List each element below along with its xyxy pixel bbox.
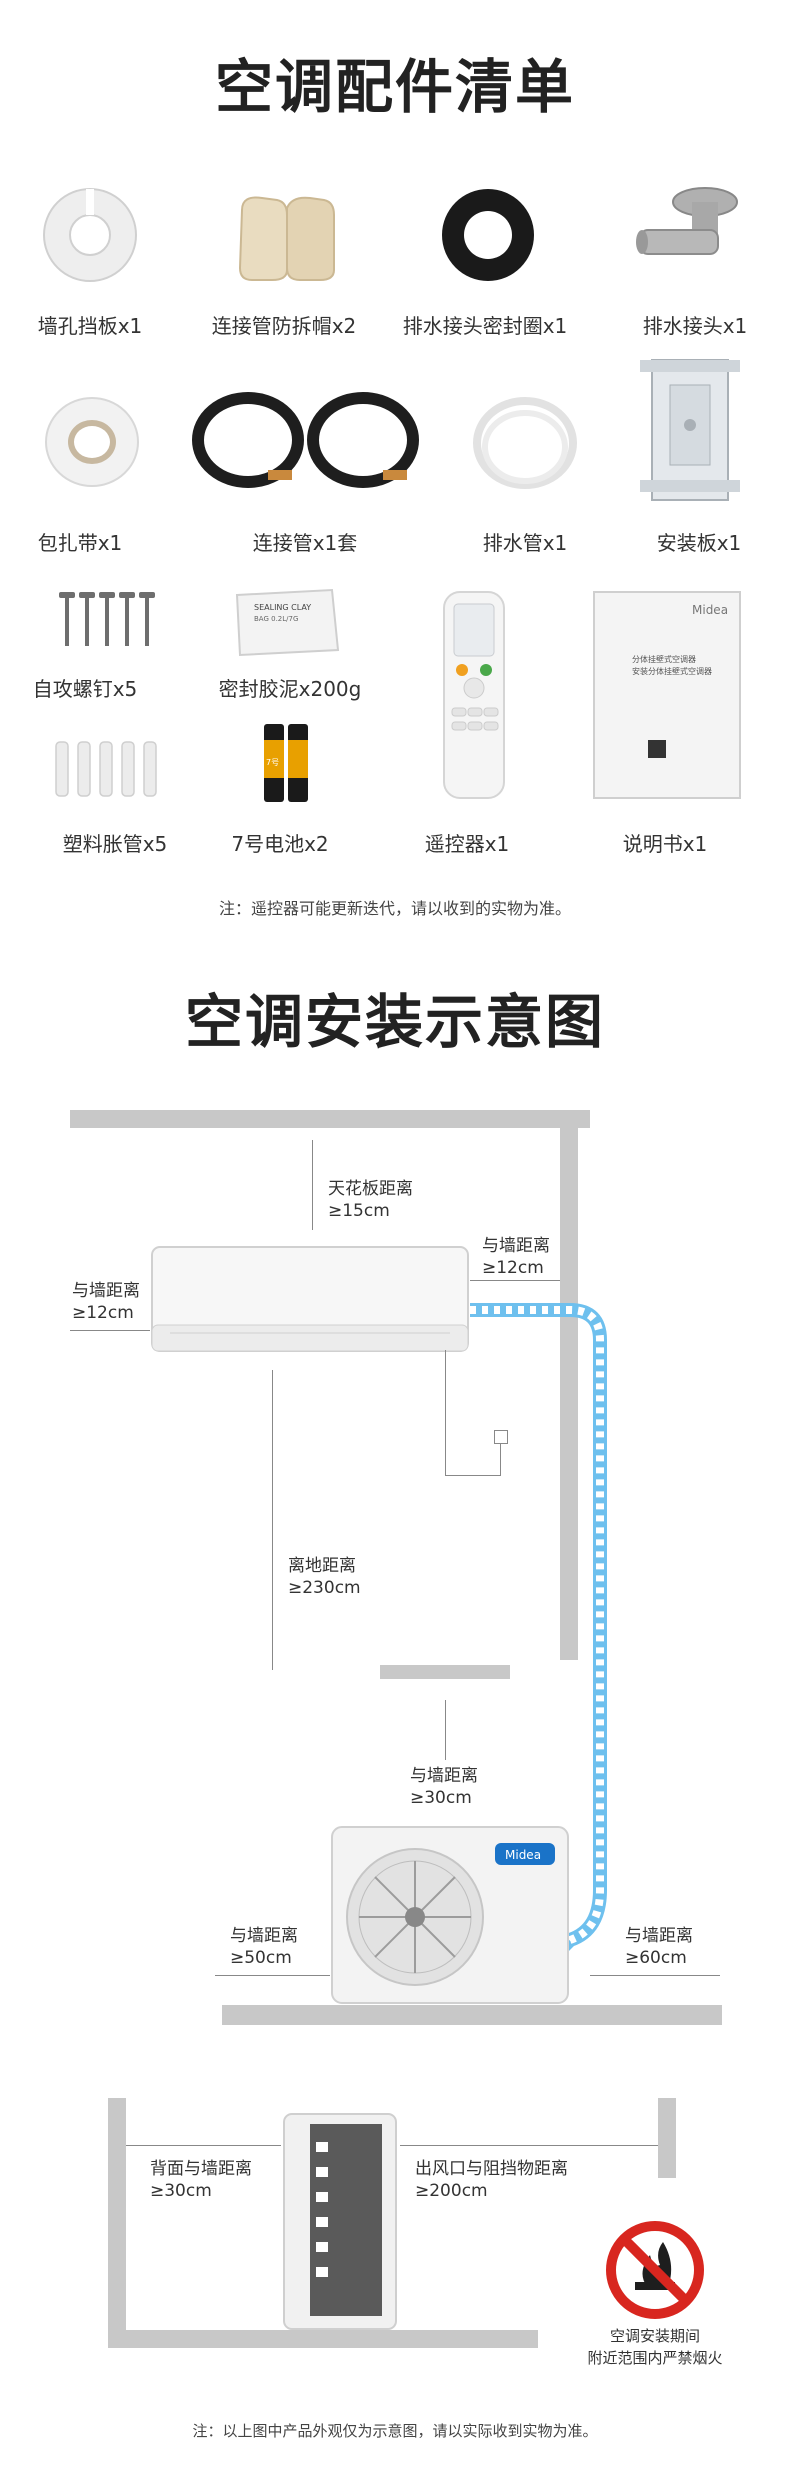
outdoor-top-arrow: [445, 1700, 446, 1760]
ground-wall: [222, 2005, 722, 2025]
drain-pipe-icon: [470, 395, 580, 499]
outdoor-left-arrow: [215, 1975, 330, 1976]
outdoor-left-distance-label: 与墙距离 ≥50cm: [230, 1925, 298, 1969]
drain-line: [445, 1475, 500, 1476]
label-line: ≥50cm: [230, 1948, 292, 1968]
back-wall: [108, 2098, 126, 2348]
label-line: 与墙距离: [410, 1766, 478, 1786]
label-line: ≥15cm: [328, 1201, 390, 1221]
tape-roll-icon: [42, 395, 142, 494]
accessory-label: 自攻螺钉x5: [32, 677, 138, 701]
drain-joint-icon: [630, 180, 750, 284]
label-line: 天花板距离: [328, 1179, 413, 1199]
remote-control-icon: [442, 590, 506, 804]
back-wall-arrow: [126, 2145, 281, 2146]
accessory-label: 排水接头密封圈x1: [402, 314, 568, 338]
accessory-label: 连接管x1套: [252, 531, 358, 555]
drain-box: [494, 1430, 508, 1444]
outdoor-unit: Midea: [330, 1825, 570, 2009]
drain-line: [500, 1440, 501, 1476]
label-line: ≥60cm: [625, 1948, 687, 1968]
accessory-label: 遥控器x1: [424, 832, 510, 856]
sealing-clay-icon: SEALING CLAY BAG 0.2L/7G: [232, 585, 342, 664]
install-title: 空调安装示意图: [184, 988, 605, 1056]
connecting-pipe-icon: [188, 390, 428, 494]
screws-icon: [55, 590, 165, 654]
label-line: ≥12cm: [482, 1258, 544, 1278]
obstacle-wall: [658, 2098, 676, 2178]
outdoor-right-arrow: [590, 1975, 720, 1976]
side-ground: [108, 2330, 538, 2348]
floor-arrow: [272, 1370, 273, 1670]
outdoor-brand: Midea: [505, 1848, 541, 1862]
ceiling-arrow: [312, 1140, 313, 1230]
accessory-label: 安装板x1: [656, 531, 742, 555]
wall-plugs-icon: [52, 740, 167, 804]
outlet-arrow: [400, 2145, 658, 2146]
accessory-label: 密封胶泥x200g: [218, 677, 362, 701]
label-line: 与墙距离: [230, 1926, 298, 1946]
seal-ring-icon: [438, 185, 538, 289]
accessory-label: 塑料胀管x5: [62, 832, 168, 856]
label-line: 与墙距离: [625, 1926, 693, 1946]
floor-distance-label: 离地距离 ≥230cm: [288, 1555, 361, 1599]
battery-icon: 7号: [258, 720, 318, 809]
accessory-label: 墙孔挡板x1: [37, 314, 143, 338]
clay-label-1: SEALING CLAY: [254, 603, 311, 612]
label-line: 与墙距离: [72, 1281, 140, 1301]
label-line: 背面与墙距离: [150, 2159, 252, 2179]
battery-text: 7号: [266, 758, 279, 767]
label-line: 出风口与阻挡物距离: [415, 2159, 568, 2179]
right-wall-arrow: [470, 1280, 560, 1281]
label-line: 离地距离: [288, 1556, 356, 1576]
back-wall-distance-label: 背面与墙距离 ≥30cm: [150, 2158, 252, 2202]
outlet-distance-label: 出风口与阻挡物距离 ≥200cm: [415, 2158, 568, 2202]
label-line: 与墙距离: [482, 1236, 550, 1256]
label-line: ≥230cm: [288, 1578, 361, 1598]
accessories-title: 空调配件清单: [214, 53, 575, 121]
wall-hole-cover-icon: [40, 185, 140, 289]
warning-label: 空调安装期间 附近范围内严禁烟火: [580, 2325, 730, 2369]
ceiling-wall: [70, 1110, 590, 1128]
manual-line1: 分体挂壁式空调器: [632, 654, 696, 664]
outdoor-top-distance-label: 与墙距离 ≥30cm: [410, 1765, 478, 1809]
clay-label-2: BAG 0.2L/7G: [254, 615, 298, 623]
accessory-label: 包扎带x1: [37, 531, 123, 555]
outdoor-unit-side: [280, 2112, 400, 2336]
label-line: ≥30cm: [150, 2181, 212, 2201]
accessories-note: 注：遥控器可能更新迭代，请以收到的实物为准。: [218, 899, 571, 918]
label-line: ≥30cm: [410, 1788, 472, 1808]
label-line: ≥200cm: [415, 2181, 488, 2201]
label-line: 附近范围内严禁烟火: [587, 2349, 723, 2367]
outdoor-right-distance-label: 与墙距离 ≥60cm: [625, 1925, 693, 1969]
manual-icon: Midea 分体挂壁式空调器 安装分体挂壁式空调器: [592, 590, 742, 804]
left-wall-distance-label: 与墙距离 ≥12cm: [72, 1280, 140, 1324]
accessory-label: 排水管x1: [482, 531, 568, 555]
indoor-unit: [150, 1245, 470, 1359]
accessory-label: 说明书x1: [622, 832, 708, 856]
right-wall: [560, 1110, 578, 1660]
label-line: 空调安装期间: [609, 2327, 700, 2345]
ceiling-distance-label: 天花板距离 ≥15cm: [328, 1178, 413, 1222]
outdoor-top-wall: [380, 1665, 510, 1679]
accessory-label: 7号电池x2: [231, 832, 329, 856]
manual-brand: Midea: [692, 603, 728, 617]
no-fire-icon: [605, 2220, 705, 2324]
footer-note: 注：以上图中产品外观仅为示意图，请以实际收到实物为准。: [192, 2422, 598, 2440]
manual-line2: 安装分体挂壁式空调器: [632, 666, 712, 676]
drain-line: [445, 1350, 446, 1475]
accessory-label: 排水接头x1: [642, 314, 748, 338]
mounting-plate-icon: [640, 355, 740, 509]
label-line: ≥12cm: [72, 1303, 134, 1323]
pipe-route: [470, 1290, 620, 1994]
right-wall-distance-label: 与墙距离 ≥12cm: [482, 1235, 550, 1279]
accessory-label: 连接管防拆帽x2: [211, 314, 357, 338]
pipe-cap-icon: [232, 190, 342, 289]
left-wall-arrow: [70, 1330, 150, 1331]
